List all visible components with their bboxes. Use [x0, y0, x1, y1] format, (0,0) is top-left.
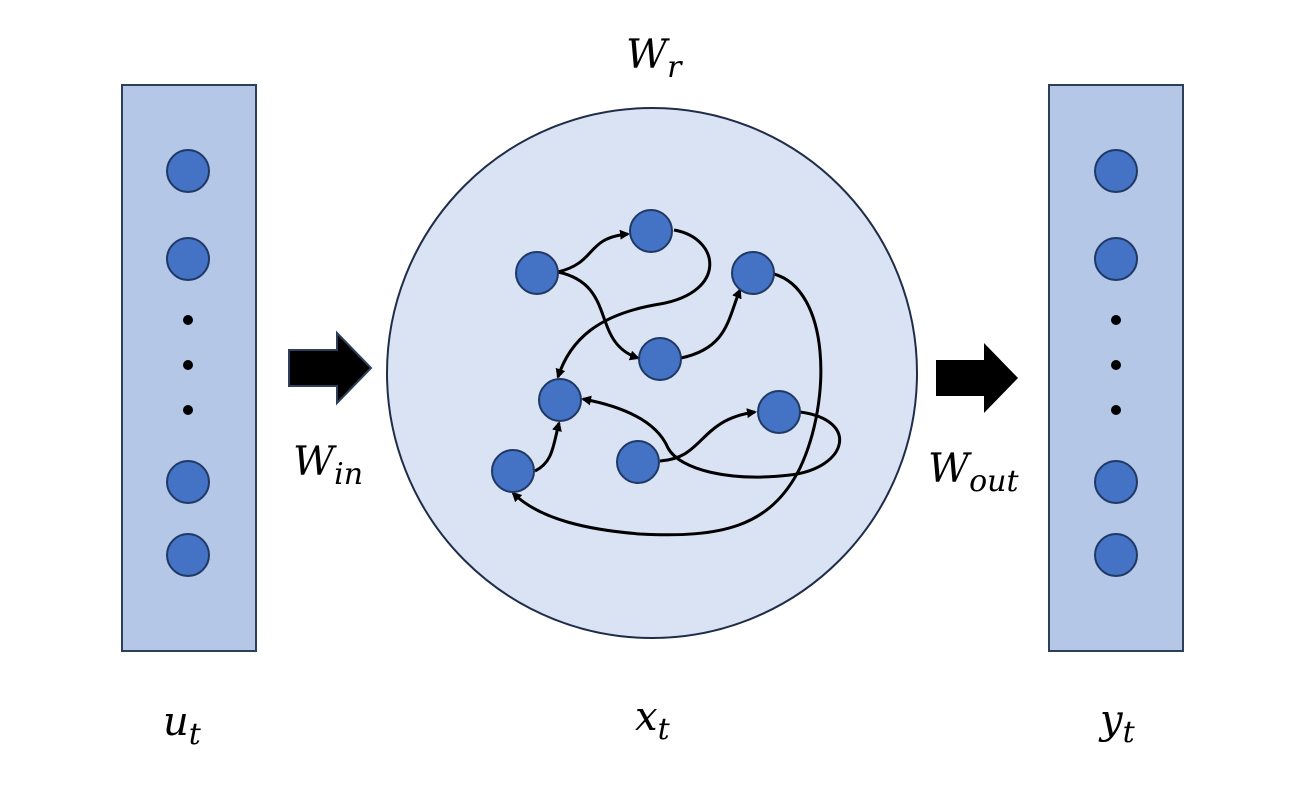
reservoir-state-main: x [635, 694, 658, 740]
output-ellipsis-dot [1111, 315, 1121, 325]
reservoir-node [616, 440, 660, 484]
reservoir-node [538, 378, 582, 422]
reservoir-edge [581, 395, 842, 479]
reservoir-node [731, 251, 775, 295]
output-arrow-icon [936, 343, 1018, 413]
reservoir-node [638, 337, 682, 381]
input-node [166, 533, 210, 577]
reservoir-weight-main: W [626, 32, 670, 78]
reservoir-edge [680, 288, 742, 360]
input-weight-label: Win [293, 439, 363, 492]
output-node [1094, 149, 1138, 193]
output-node [1094, 237, 1138, 281]
reservoir-node [491, 449, 535, 493]
input-node [166, 460, 210, 504]
input-layer [121, 84, 257, 652]
reservoir [386, 107, 918, 639]
reservoir-edge [557, 229, 630, 274]
output-ellipsis-dot [1111, 405, 1121, 415]
reservoir-edge [511, 272, 823, 537]
input-ellipsis-dot [183, 360, 193, 370]
output-node [1094, 460, 1138, 504]
input-layer-sub: t [189, 717, 202, 752]
reservoir-weight-label: Wr [626, 32, 683, 85]
output-layer-sub: t [1123, 715, 1136, 750]
input-ellipsis-dot [183, 315, 193, 325]
output-layer-main: y [1098, 697, 1124, 743]
output-layer-label: yt [1098, 697, 1136, 750]
reservoir-edges [511, 228, 842, 537]
output-layer [1048, 84, 1184, 652]
input-layer-label: ut [163, 699, 202, 752]
input-node [166, 149, 210, 193]
input-weight-sub: in [334, 457, 363, 492]
output-weight-sub: out [969, 464, 1019, 499]
reservoir-edge [659, 408, 757, 463]
reservoir-state-label: xt [635, 694, 671, 747]
reservoir-edge [557, 270, 640, 361]
reservoir-edge [555, 228, 712, 379]
reservoir-node [757, 390, 801, 434]
reservoir-state-sub: t [658, 712, 671, 747]
input-weight-main: W [293, 439, 337, 485]
input-ellipsis-dot [183, 405, 193, 415]
input-node [166, 237, 210, 281]
reservoir-node [629, 209, 673, 253]
output-ellipsis-dot [1111, 360, 1121, 370]
input-layer-main: u [163, 699, 189, 745]
output-node [1094, 533, 1138, 577]
reservoir-weight-sub: r [667, 50, 683, 85]
reservoir-node [515, 251, 559, 295]
input-arrow-icon [288, 330, 373, 406]
output-weight-label: Wout [928, 446, 1020, 499]
output-weight-main: W [928, 446, 972, 492]
reservoir-edge [534, 421, 562, 473]
